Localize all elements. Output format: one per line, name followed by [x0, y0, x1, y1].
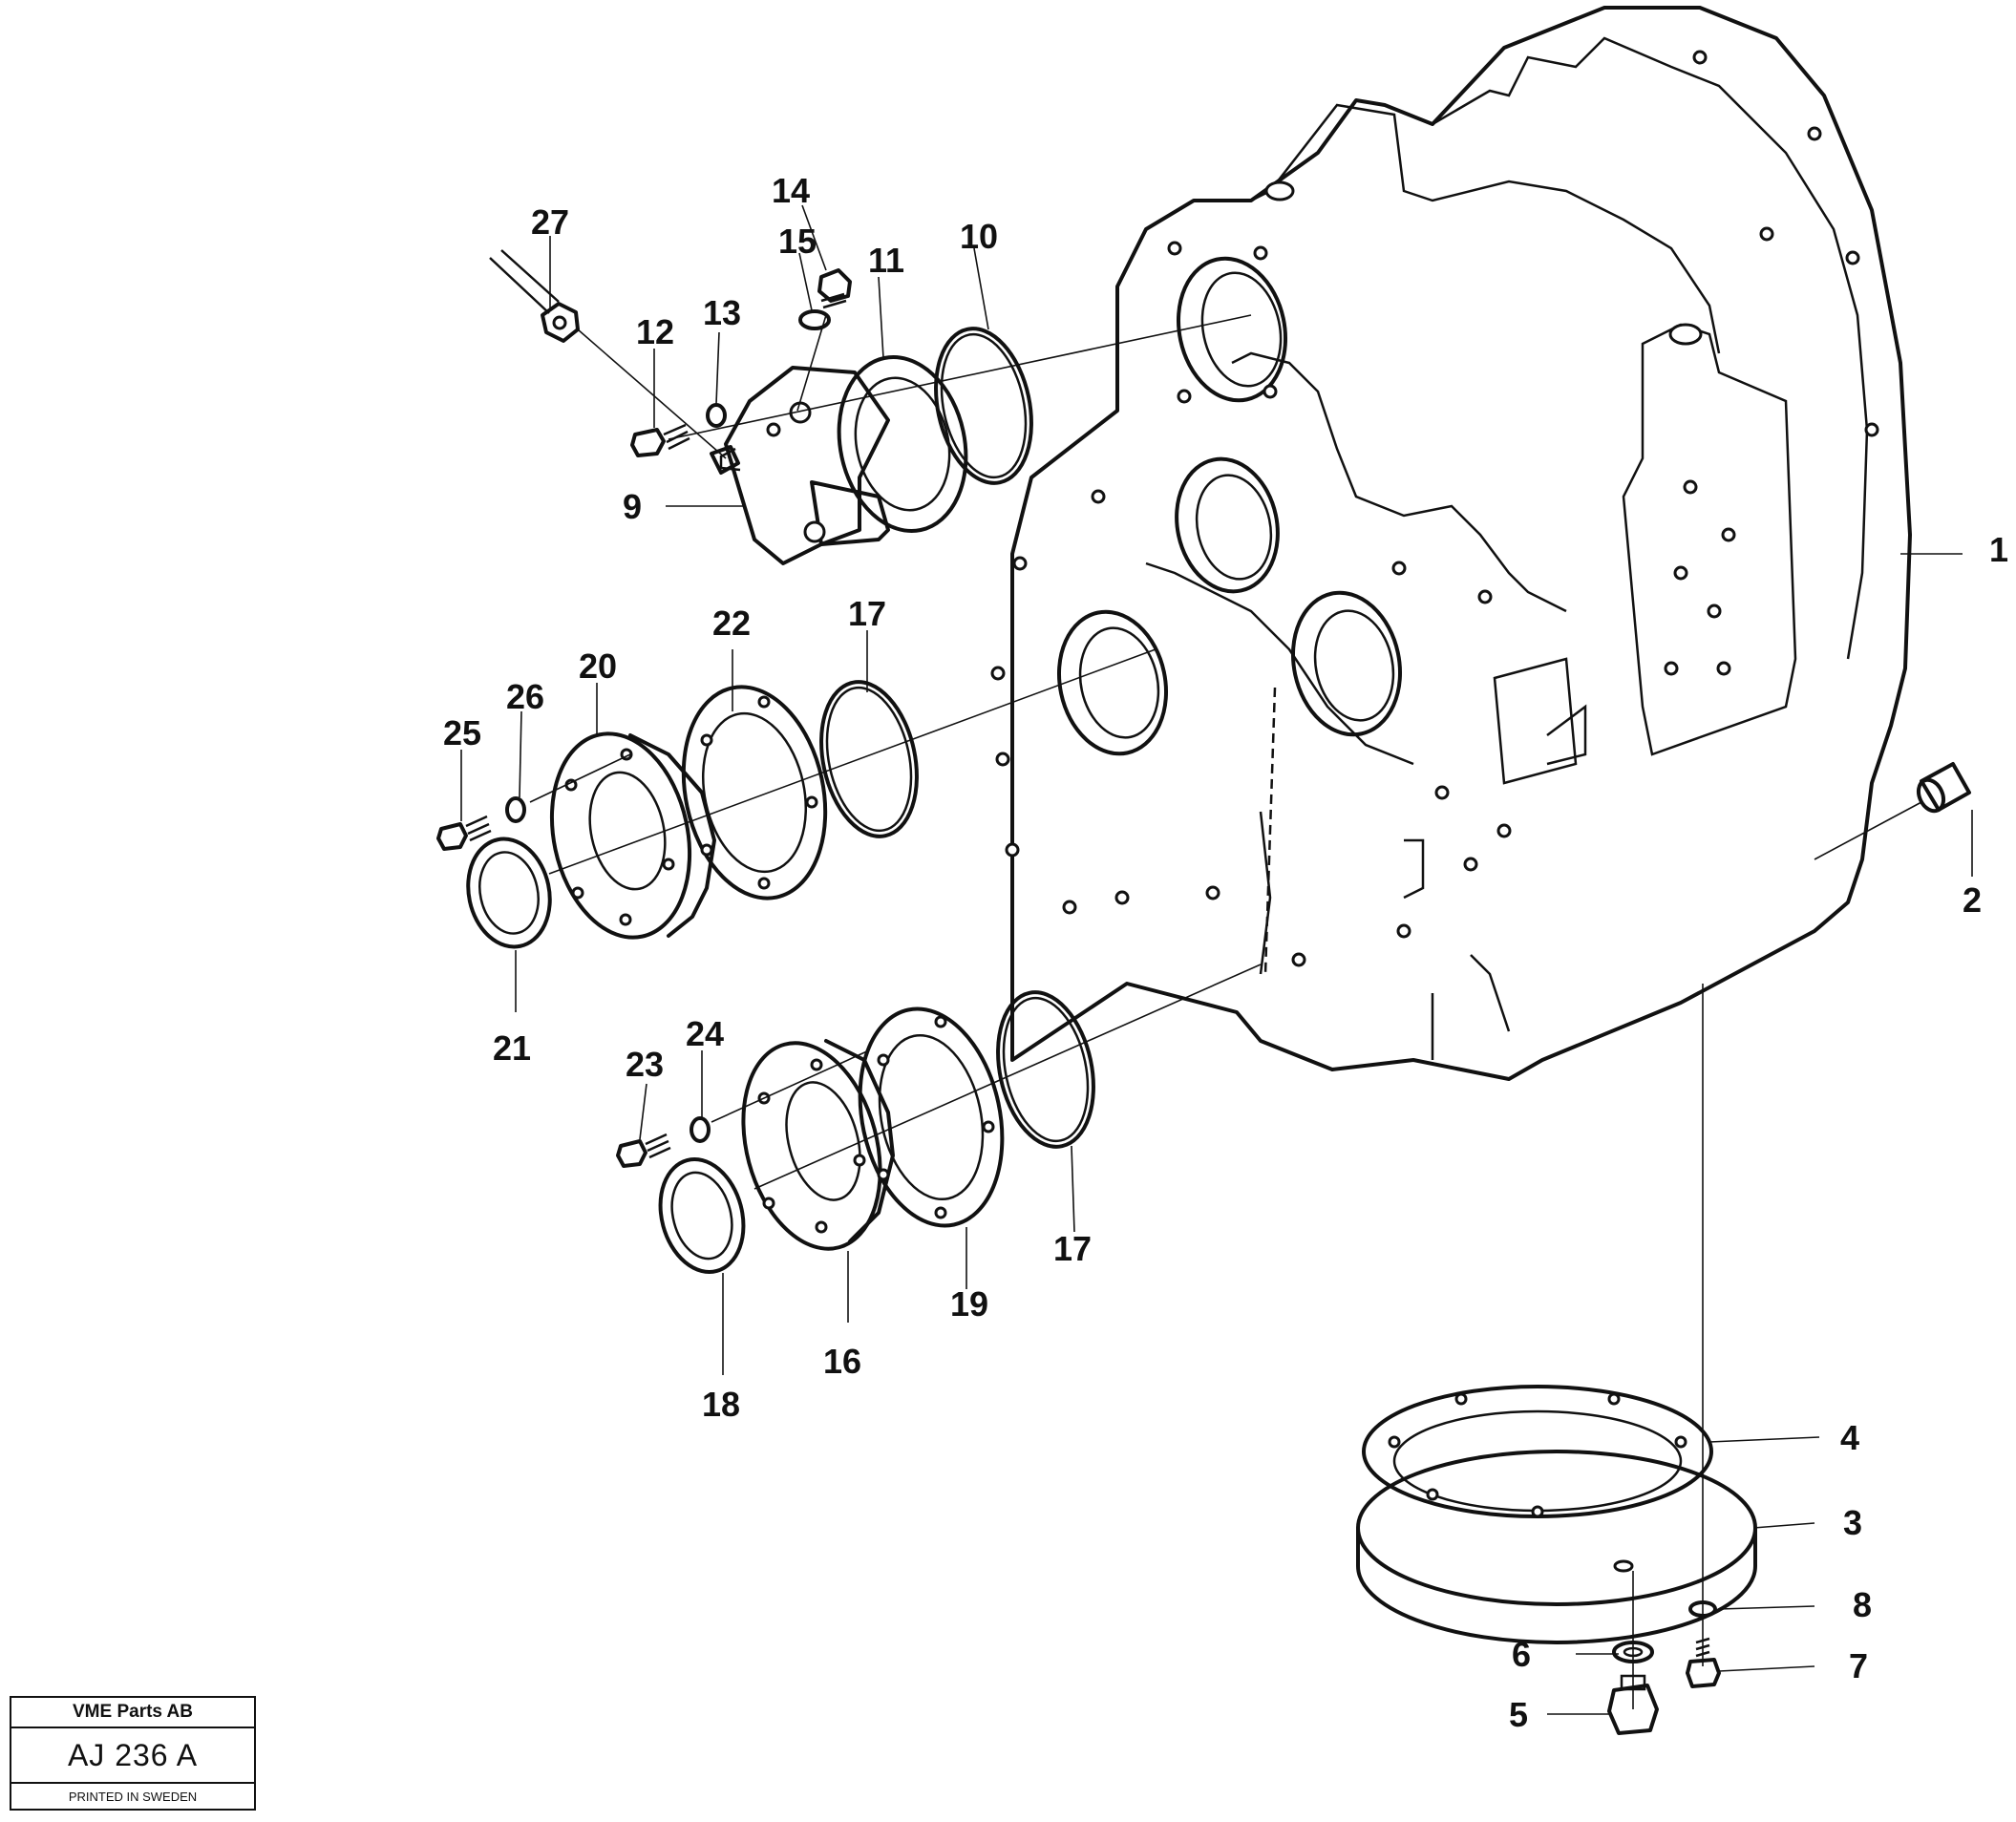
- o-ring-part-17-upper: [819, 680, 919, 838]
- housing-part-1: [990, 6, 1912, 1081]
- callout-27: 27: [531, 202, 569, 242]
- callout-15: 15: [778, 222, 817, 261]
- callout-16: 16: [823, 1342, 861, 1381]
- washer-part-24: [690, 1116, 711, 1143]
- gasket-part-22: [681, 685, 828, 900]
- washer-part-6: [1612, 1641, 1654, 1663]
- callout-3: 3: [1843, 1503, 1862, 1542]
- plug-part-14: [817, 268, 852, 309]
- washer-part-26: [505, 796, 526, 823]
- callout-23: 23: [626, 1045, 664, 1084]
- cover-part-20: [549, 731, 716, 940]
- title-block: VME Parts AB AJ 236 A PRINTED IN SWEDEN: [10, 1696, 256, 1811]
- printed-note: PRINTED IN SWEDEN: [68, 1790, 198, 1804]
- o-ring-part-10: [934, 327, 1033, 485]
- callout-13: 13: [703, 293, 741, 332]
- callout-20: 20: [579, 646, 617, 686]
- plug-part-2: [1814, 762, 1971, 860]
- pump-body-part-9: [719, 366, 890, 565]
- callout-5: 5: [1509, 1695, 1528, 1734]
- callout-22: 22: [712, 604, 751, 643]
- gasket-part-11: [837, 355, 968, 533]
- callout-17-lower: 17: [1053, 1229, 1092, 1268]
- callout-17-upper: 17: [848, 594, 886, 633]
- pipe-nut-part-27: [489, 249, 740, 475]
- callout-18: 18: [702, 1385, 740, 1424]
- callout-26: 26: [506, 677, 544, 716]
- drain-plug-part-5: [1607, 1674, 1659, 1735]
- gasket-part-19: [858, 1006, 1005, 1228]
- callout-2: 2: [1963, 880, 1982, 920]
- seal-part-21: [466, 837, 552, 949]
- callout-12: 12: [636, 312, 674, 351]
- callout-21: 21: [493, 1028, 531, 1068]
- callout-7: 7: [1849, 1646, 1868, 1685]
- bolt-part-25: [436, 815, 492, 851]
- callout-6: 6: [1512, 1635, 1531, 1674]
- bolt-part-12: [630, 423, 690, 457]
- cover-part-16: [741, 1039, 895, 1251]
- company-name: VME Parts AB: [11, 1698, 254, 1728]
- callout-labels: 1 2 3 4 5 6 7 8 9 10 11 12 13 14 15 16 1…: [443, 171, 2008, 1734]
- callout-4: 4: [1840, 1418, 1859, 1457]
- callout-9: 9: [623, 487, 642, 526]
- callout-11: 11: [868, 241, 904, 280]
- seal-part-18: [658, 1157, 746, 1274]
- callout-19: 19: [950, 1284, 988, 1324]
- callout-1: 1: [1989, 530, 2008, 569]
- drawing-number: AJ 236 A: [11, 1728, 254, 1784]
- callout-24: 24: [686, 1014, 724, 1053]
- washer-part-15: [798, 309, 831, 330]
- washer-part-13: [706, 403, 727, 428]
- callout-10: 10: [960, 217, 998, 256]
- callout-14: 14: [772, 171, 810, 210]
- callout-25: 25: [443, 713, 481, 752]
- washer-part-8: [1688, 1600, 1717, 1618]
- bolt-part-23: [616, 1133, 671, 1168]
- bolt-part-7: [1686, 1637, 1721, 1688]
- callout-8: 8: [1853, 1585, 1872, 1624]
- callout-leaders: [460, 204, 1973, 1715]
- gasket-part-4: [1362, 1385, 1713, 1518]
